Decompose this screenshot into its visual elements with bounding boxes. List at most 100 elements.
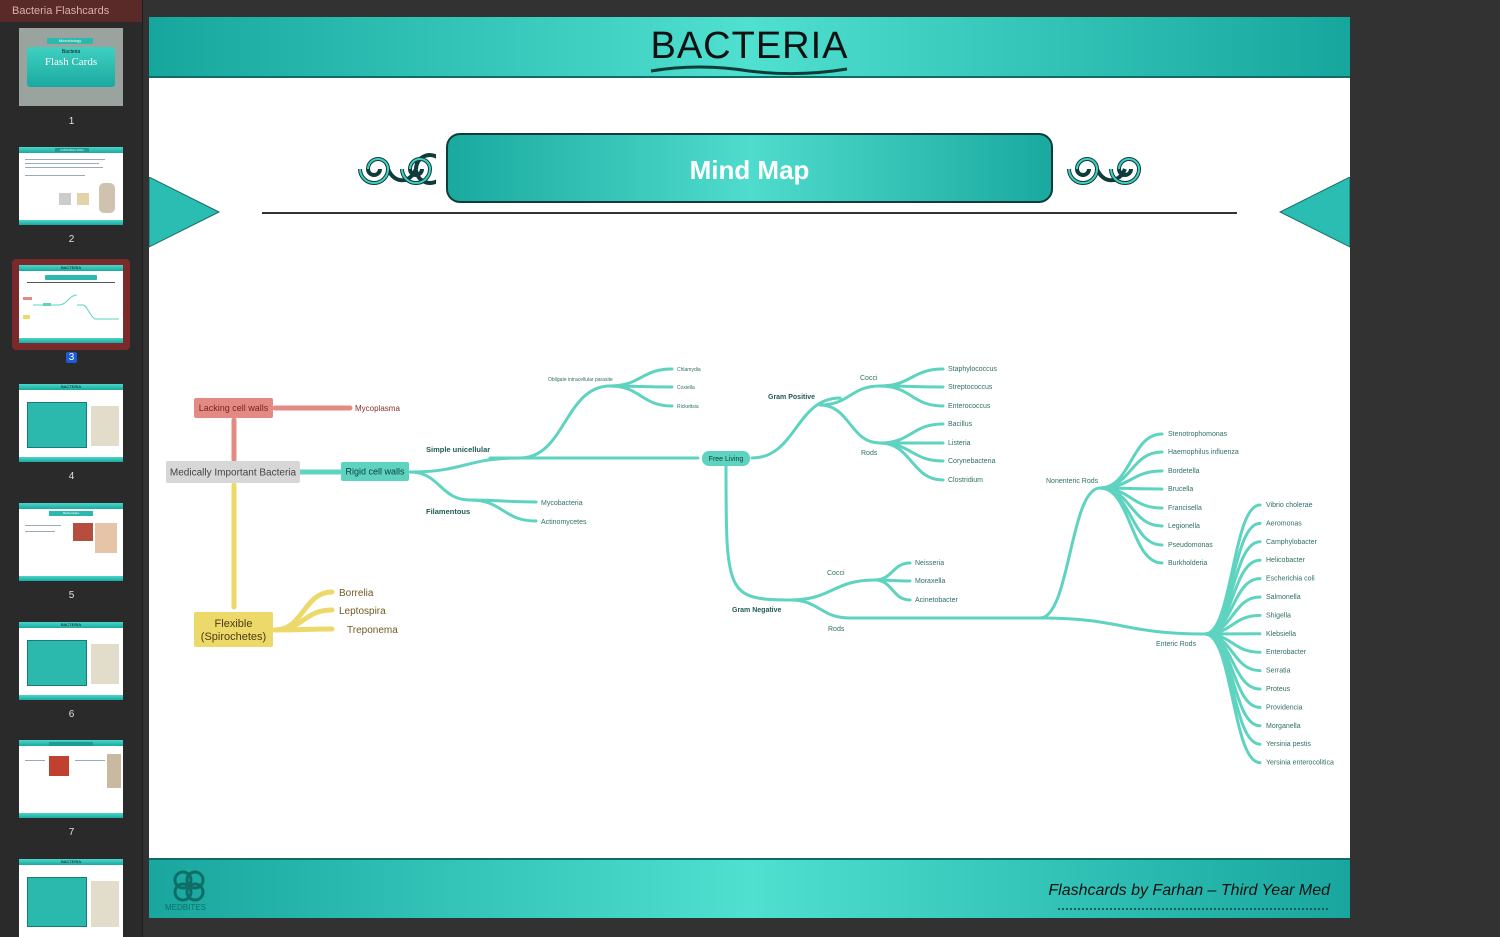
obligate-child-connector: [608, 367, 674, 388]
lacking-cell-walls-node-box: [194, 398, 273, 418]
spirochete-leptospira: Leptospira: [339, 606, 386, 617]
nonenteric-child-connector: [1098, 486, 1164, 565]
nonenteric-child: Pseudomonas: [1168, 542, 1213, 549]
logo-text: MEDBITES: [165, 903, 206, 912]
filamentous-child-mycobacteria: Mycobacteria: [541, 500, 583, 507]
nonenteric-child: Bordetella: [1168, 468, 1200, 475]
lacking-cell-walls-node-label: Lacking cell walls: [199, 403, 269, 413]
nonenteric-child: Francisella: [1168, 505, 1202, 512]
medbites-logo: MEDBITES: [165, 870, 206, 912]
simple-unicellular-label: Simple unicellular: [426, 445, 490, 454]
free-living-label: Free Living: [709, 456, 744, 463]
spirochete-connector: [272, 626, 335, 633]
nonenteric-label: Nonenteric Rods: [1046, 478, 1099, 485]
rigid-to-simple-connector: [408, 456, 522, 474]
rods-to-enteric-connector: [1038, 616, 1207, 636]
spirochete-borrelia: Borrelia: [339, 588, 374, 599]
gp-rod-child-corynebacteria: Corynebacteria: [948, 458, 996, 465]
title-underline-swoosh: [650, 65, 848, 76]
gp-to-rods-connector: [818, 403, 882, 445]
rigid-to-filamentous-connector: [408, 470, 472, 502]
gn-cocci-child-connector: [873, 561, 912, 582]
thumb-heading: BACTERIA: [60, 859, 81, 864]
gram-positive-label: Gram Positive: [768, 394, 815, 401]
gn-cocci-child-neisseria: Neisseria: [915, 560, 944, 567]
gp-to-cocci-connector: [818, 384, 882, 407]
slide-thumbnail-sidebar[interactable]: Bacteria Flashcards Microbiology Bacteri…: [0, 0, 143, 937]
left-scroll-ornament: [358, 153, 436, 186]
gp-rod-child-clostridium: Clostridium: [948, 477, 983, 484]
slide-number: 6: [68, 709, 75, 720]
rods-to-nonenteric-connector: [1038, 486, 1102, 620]
gn-cocci-child-acinetobacter: Acinetobacter: [915, 597, 958, 604]
spirochete-treponema: Treponema: [347, 625, 398, 636]
thumb-heading: BACTERIA: [60, 622, 81, 627]
enteric-child: Klebsiella: [1266, 631, 1296, 638]
enteric-child-connector: [1203, 540, 1262, 636]
rigid-cell-walls-node-box: [341, 462, 409, 481]
gn-cocci-child-connector: [873, 578, 912, 602]
slide-number-selected: 3: [0, 352, 142, 363]
enteric-child: Proteus: [1266, 686, 1291, 693]
thumb-subheading: Flash Cards: [44, 56, 98, 68]
nonenteric-child: Haemophilus influenza: [1168, 449, 1239, 456]
gp-cocci-label: Cocci: [860, 375, 878, 382]
nonenteric-child: Brucella: [1168, 486, 1193, 493]
flexible-node-box: [194, 612, 273, 647]
enteric-child: Serratia: [1266, 668, 1291, 675]
gp-cocci-child-staphylococcus: Staphylococcus: [948, 366, 998, 373]
title-bar: BACTERIA: [149, 17, 1350, 78]
enteric-child: Yersinia pestis: [1266, 741, 1311, 748]
thumb-heading: Bacteroides: [49, 511, 93, 516]
root-node-box: [166, 461, 300, 483]
enteric-child: Escherichia coli: [1266, 576, 1315, 583]
obligate-child-connector: [608, 384, 674, 408]
nonenteric-child-connector: [1098, 450, 1164, 490]
enteric-child: Salmonella: [1266, 594, 1301, 601]
slide-number: 1: [68, 116, 75, 127]
enteric-child: Providencia: [1266, 704, 1303, 711]
gp-rods-label: Rods: [861, 450, 878, 457]
flexible-node-label: (Spirochetes): [201, 631, 266, 643]
nonenteric-child: Burkholderia: [1168, 560, 1207, 567]
gp-cocci-child-connector: [878, 384, 945, 408]
slide-title: BACTERIA: [650, 25, 849, 67]
thumb-heading: INTRODUCTION: [55, 148, 89, 152]
obligate-child-chlamydia: Chlamydia: [677, 367, 701, 373]
gn-to-rods-connector: [788, 598, 852, 620]
gp-rod-child-listeria: Listeria: [948, 440, 971, 447]
gp-cocci-child-connector: [878, 367, 945, 388]
obligate-child-rickettsia: Rickettsia: [677, 404, 699, 410]
enteric-child: Morganella: [1266, 723, 1301, 730]
enteric-child-connector: [1203, 632, 1262, 765]
filamentous-child-connector: [468, 498, 538, 523]
divider-line: [262, 212, 1237, 214]
gp-rod-child-bacillus: Bacillus: [948, 421, 973, 428]
free-to-gram-negative-connector: [724, 464, 802, 602]
enteric-child: Enterobacter: [1266, 649, 1307, 656]
gn-cocci-child-moraxella: Moraxella: [915, 578, 945, 585]
footer-credit: Flashcards by Farhan – Third Year Med: [1048, 882, 1330, 899]
enteric-child: Helicobacter: [1266, 557, 1306, 564]
footer-dotted-line: [1058, 907, 1328, 910]
gp-cocci-child-enterococcus: Enterococcus: [948, 403, 991, 410]
document-title: Bacteria Flashcards: [0, 0, 142, 22]
root-node-label: Medically Important Bacteria: [170, 468, 297, 479]
left-arrow-decoration: [149, 177, 221, 248]
slide-number: 4: [68, 471, 75, 482]
obligate-child-coxiella: Coxiella: [677, 385, 695, 391]
footer-bar: MEDBITES Flashcards by Farhan – Third Ye…: [149, 858, 1350, 918]
mind-map-label: Mind Map: [689, 155, 810, 185]
enteric-child: Shigella: [1266, 612, 1291, 619]
gram-negative-label: Gram Negative: [732, 607, 782, 614]
thumb-heading: BACTERIA: [60, 384, 81, 389]
rigid-cell-walls-node-label: Rigid cell walls: [345, 467, 405, 477]
right-arrow-decoration: [1279, 177, 1350, 248]
filamentous-label: Filamentous: [426, 507, 470, 516]
free-to-gram-positive-connector: [750, 396, 842, 460]
gn-rods-label: Rods: [828, 626, 845, 633]
obligate-label: Obligate intracellular parasite: [548, 377, 613, 383]
